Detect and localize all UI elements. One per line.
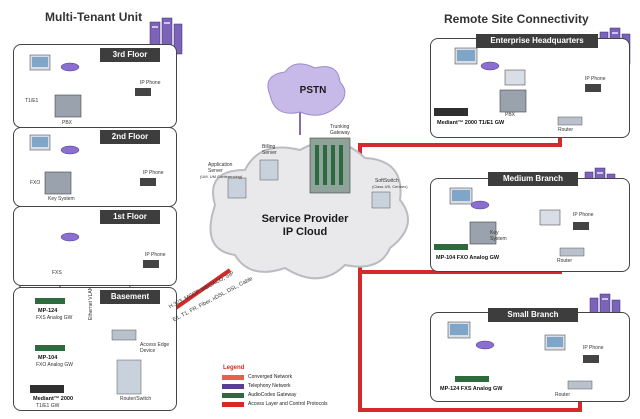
softswitch-label: SoftSwitch (375, 178, 399, 184)
title-remote-site: Remote Site Connectivity (444, 12, 589, 26)
small-ipphone-label: IP Phone (583, 345, 604, 351)
legend-item-gateway: AudioCodes Gateway (222, 392, 296, 398)
legend-title: Legend (223, 365, 245, 371)
legend-item-converged: Converged Network (222, 374, 292, 380)
cloud-label-2: IP Cloud (282, 226, 328, 238)
access-edge-label: Access Edge Device (140, 342, 170, 354)
fxs-label: FXS (52, 270, 62, 276)
mp104-label: MP-104 (38, 355, 58, 361)
site-hq-tag: Enterprise Headquarters (476, 34, 598, 48)
ethernet-label: Ethernet VLAN (88, 286, 94, 320)
hq-gw-label: Mediant™ 2000 T1/E1 GW (437, 120, 505, 126)
t1e1-label: T1/E1 (25, 98, 39, 104)
floor-2nd-tag: 2nd Floor (100, 130, 160, 144)
pstn-label: PSTN (299, 85, 327, 96)
title-multi-tenant: Multi-Tenant Unit (45, 10, 143, 24)
app-server-label: Application Server (208, 162, 233, 174)
ipphone-2nd-label: IP Phone (143, 170, 164, 176)
billing-server-label: Billing Server (262, 144, 277, 156)
router-switch-label: Router/Switch (120, 396, 152, 402)
floor-1st-tag: 1st Floor (100, 210, 160, 224)
keysystem-label: Key System (48, 196, 75, 202)
legend-item-access: Access Layer and Control Protocols (222, 401, 327, 407)
small-router-label: Router (555, 392, 571, 398)
floor-3rd-tag: 3rd Floor (100, 48, 160, 62)
medium-ipphone-label: IP Phone (573, 212, 594, 218)
softswitch-sub-label: (Class 4/5, Centrex) (372, 184, 408, 189)
site-small-tag: Small Branch (488, 308, 578, 322)
mp104-sub-label: FXO Analog GW (36, 362, 73, 368)
mp124-sub-label: FXS Analog GW (36, 315, 73, 321)
mp124-label: MP-124 (38, 308, 58, 314)
hq-pbx-label: PBX (505, 112, 516, 118)
cloud-label-1: Service Provider (261, 213, 349, 225)
hq-router-label: Router (558, 127, 574, 133)
medium-gw-label: MP-104 FXO Analog GW (436, 255, 500, 261)
legend-item-telephony: Telephony Network (222, 383, 291, 389)
medium-keysystem-label: Key System (490, 230, 507, 242)
fxo-label: FXO (30, 180, 41, 186)
app-server-sub-label: (UM, UM Conferencing) (200, 174, 243, 179)
small-gw-label: MP-124 FXS Analog GW (440, 386, 503, 392)
trunking-gw-label: Trunking Gateway (330, 124, 350, 136)
pbx-label: PBX (62, 120, 73, 126)
mediant-sub-label: T1/E1 GW (36, 403, 60, 409)
mediant-label: Mediant™ 2000 (33, 396, 74, 402)
site-medium-tag: Medium Branch (488, 172, 578, 186)
ipphone-3rd-label: IP Phone (140, 80, 161, 86)
hq-ipphone-label: IP Phone (585, 76, 606, 82)
medium-router-label: Router (557, 258, 573, 264)
ipphone-1st-label: IP Phone (145, 252, 166, 258)
floor-basement-tag: Basement (100, 290, 160, 304)
